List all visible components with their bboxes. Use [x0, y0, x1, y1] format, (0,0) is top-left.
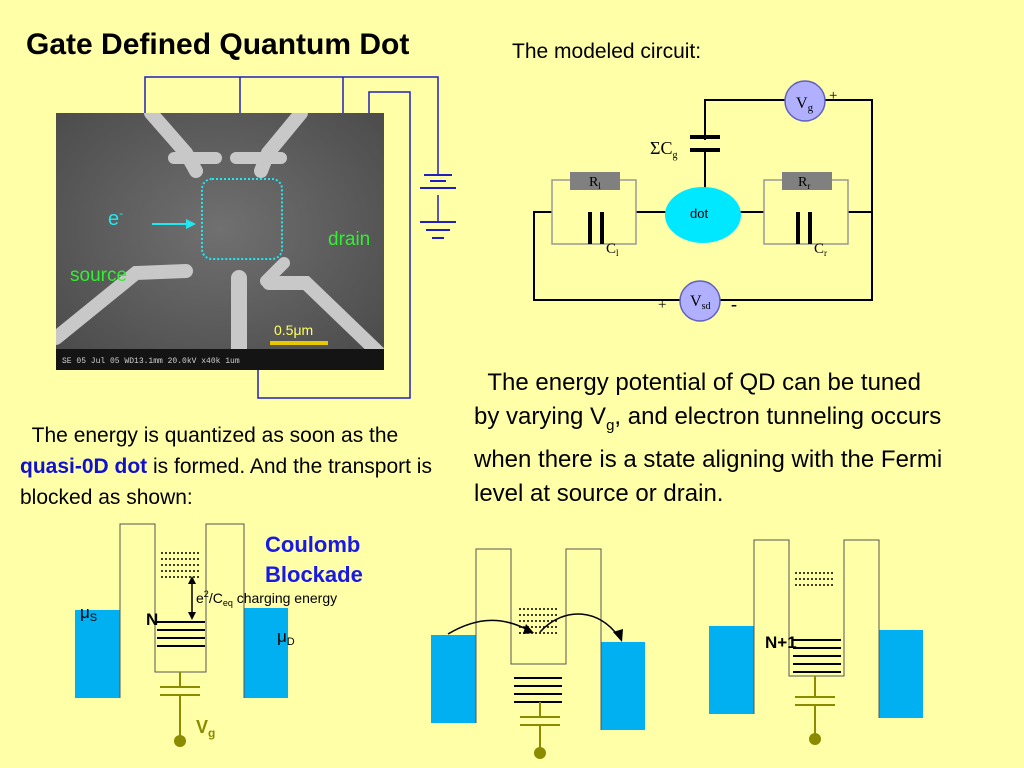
cl-label: Cl: [606, 241, 619, 258]
sem-gates-graphic: SE 05 Jul 05 WD13.1mm 20.0kV x40k 1um 0.…: [56, 113, 384, 370]
para-left-text2: is formed. And the transport is blocked …: [20, 455, 432, 509]
charging-energy-label: e2/Ceq charging energy: [196, 589, 337, 608]
quasi-0d-dot-highlight: quasi-0D dot: [20, 455, 148, 478]
energy-diagram-middle: [431, 548, 645, 759]
vsd-minus: -: [731, 294, 737, 314]
vg-source: [784, 80, 826, 122]
resistor-left: [570, 172, 620, 190]
energy-diagram-right: N+1: [709, 539, 923, 745]
cr-capacitor: [796, 212, 812, 244]
vg-plus: +: [829, 88, 837, 104]
rr-label: Rr: [798, 175, 810, 191]
para-right-text2: , and electron tunneling occurs when the…: [474, 403, 943, 507]
cr-label: Cr: [814, 241, 827, 258]
cg-capacitor: [690, 135, 720, 152]
page-title: Gate Defined Quantum Dot: [26, 28, 410, 61]
n-label: N: [146, 610, 158, 629]
dot-node: [665, 187, 741, 243]
source-label: source: [70, 265, 127, 286]
n-plus-1-label: N+1: [765, 633, 797, 652]
resistor-right: [782, 172, 832, 190]
vsd-plus: +: [658, 297, 666, 313]
dot-label: dot: [690, 206, 708, 221]
drain-label: drain: [328, 229, 370, 250]
coulomb-line1: Coulomb: [265, 532, 361, 557]
circuit-caption: The modeled circuit:: [512, 40, 702, 63]
vsd-circuit-label: Vsd: [690, 293, 710, 312]
rl-label: Rl: [589, 175, 601, 191]
left-junction-box: [551, 179, 637, 245]
right-junction-box: [763, 179, 849, 245]
paragraph-right: The energy potential of QD can be tuned …: [474, 366, 944, 511]
mu-s-label: μS: [80, 603, 97, 624]
sem-footer: SE 05 Jul 05 WD13.1mm 20.0kV x40k 1um: [62, 357, 240, 366]
paragraph-left: The energy is quantized as soon as the q…: [20, 420, 450, 513]
cg-label: ΣCg: [650, 138, 678, 161]
coulomb-line2: Blockade: [265, 562, 363, 587]
vg-circuit-label: Vg: [796, 95, 814, 114]
scale-bar-label: 0.5μm: [274, 322, 313, 338]
para-left-text1: The energy is quantized as soon as the: [31, 424, 399, 447]
sem-image: SE 05 Jul 05 WD13.1mm 20.0kV x40k 1um 0.…: [56, 113, 384, 370]
mu-d-label: μD: [277, 627, 295, 648]
electron-label: e: [108, 208, 119, 230]
vg-gate-label: Vg: [196, 717, 215, 740]
coulomb-blockade-title: Coulomb Blockade: [265, 530, 363, 590]
battery-symbol: [420, 174, 456, 239]
svg-text:e-: e-: [108, 206, 123, 230]
para-right-sub: g: [606, 416, 615, 434]
vsd-source: [679, 280, 721, 322]
circuit-wires: [533, 99, 873, 301]
para-right-text1: The energy potential of QD can be tuned …: [474, 369, 921, 430]
cl-capacitor: [588, 212, 604, 244]
